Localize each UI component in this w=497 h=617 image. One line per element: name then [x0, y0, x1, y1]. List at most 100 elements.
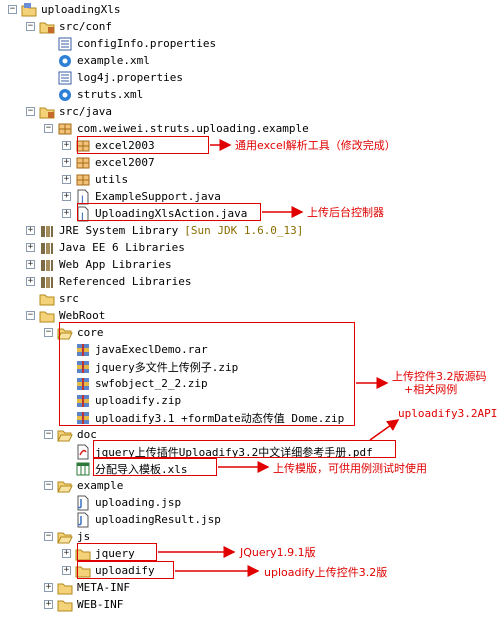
tree-item-label: Web App Libraries	[59, 258, 172, 271]
folder-open-icon	[57, 427, 73, 443]
tree-row[interactable]: − example	[44, 477, 123, 494]
annotation-uploadify-version: uploadify上传控件3.2版	[264, 566, 388, 579]
tree-row[interactable]: +uploadify	[62, 562, 155, 579]
tree-row[interactable]: example.xml	[44, 52, 150, 69]
expand-toggle[interactable]: +	[44, 582, 53, 592]
expand-toggle[interactable]: +	[62, 157, 71, 167]
highlight-uploading-action	[77, 203, 261, 221]
collapse-toggle[interactable]: −	[26, 21, 35, 31]
annotation-backend-controller: 上传后台控制器	[307, 206, 384, 219]
tree-row[interactable]: jquery多文件上传例子.zip	[62, 358, 238, 375]
tree-row[interactable]: +WEB-INF	[44, 596, 123, 613]
tree-item-label: uploadify3.1 +formDate动态传值 Dome.zip	[95, 411, 345, 425]
collapse-toggle[interactable]: −	[26, 310, 35, 320]
tree-row[interactable]: 分配导入模板.xls	[62, 460, 188, 477]
tree-row[interactable]: javaExeclDemo.rar	[62, 341, 208, 358]
tree-item-label: javaExeclDemo.rar	[95, 343, 208, 356]
collapse-toggle[interactable]: −	[44, 123, 53, 133]
tree-row[interactable]: src	[26, 290, 79, 307]
folder-open-icon	[57, 325, 73, 341]
svg-text:J: J	[80, 195, 84, 205]
expand-toggle[interactable]: +	[62, 208, 71, 218]
tree-row[interactable]: uploadingResult.jsp	[62, 511, 221, 528]
tree-row[interactable]: −uploadingXls	[8, 1, 120, 18]
tree-item-label: 分配导入模板.xls	[95, 462, 188, 476]
tree-item-label: JRE System Library	[59, 224, 179, 237]
project-icon	[21, 2, 37, 18]
archive-icon	[75, 410, 91, 426]
tree-item-label: doc	[77, 428, 97, 441]
highlight-pdf-manual	[93, 440, 396, 458]
highlight-core-folder	[59, 322, 355, 426]
tree-row[interactable]: −src/conf	[26, 18, 112, 35]
tree-row[interactable]: +utils	[62, 171, 128, 188]
collapse-toggle[interactable]: −	[44, 327, 53, 337]
expand-toggle[interactable]: +	[62, 191, 71, 201]
tree-row[interactable]: − src/java	[26, 103, 112, 120]
tree-row[interactable]: jquery上传插件Uploadify3.2中文详细参考手册.pdf	[62, 443, 373, 460]
expand-toggle[interactable]: +	[26, 242, 35, 252]
tree-item-label: excel2003	[95, 139, 155, 152]
tree-item-label: Java EE 6 Libraries	[59, 241, 185, 254]
tree-item-label: swfobject_2_2.zip	[95, 377, 208, 390]
tree-row[interactable]: − js	[44, 528, 90, 545]
tree-item-label: jquery上传插件Uploadify3.2中文详细参考手册.pdf	[95, 445, 373, 459]
collapse-toggle[interactable]: −	[44, 429, 53, 439]
tree-row[interactable]: −com.weiwei.struts.uploading.example	[44, 120, 309, 137]
collapse-toggle[interactable]: −	[26, 106, 35, 116]
folder-icon	[75, 546, 91, 562]
expand-toggle[interactable]: +	[62, 174, 71, 184]
tree-row[interactable]: uploading.jsp	[62, 494, 181, 511]
annotation-upload-template: 上传模版，可供用例测试时使用	[273, 462, 427, 475]
tree-row[interactable]: uploadify.zip	[62, 392, 181, 409]
folder-icon	[57, 580, 73, 596]
tree-row[interactable]: swfobject_2_2.zip	[62, 375, 208, 392]
collapse-toggle[interactable]: −	[44, 531, 53, 541]
xml-gear-icon	[57, 87, 73, 103]
tree-row[interactable]: +JRE System Library[Sun JDK 1.6.0_13]	[26, 222, 303, 239]
tree-item-label: src/java	[59, 105, 112, 118]
collapse-toggle[interactable]: −	[44, 480, 53, 490]
tree-row[interactable]: uploadify3.1 +formDate动态传值 Dome.zip	[62, 409, 344, 426]
collapse-toggle[interactable]: −	[8, 4, 17, 14]
tree-row[interactable]: − doc	[44, 426, 97, 443]
tree-row[interactable]: + excel2003	[62, 137, 155, 154]
expand-toggle[interactable]: +	[62, 548, 71, 558]
archive-icon	[75, 342, 91, 358]
tree-item-label: example.xml	[77, 54, 150, 67]
pdf-file-icon	[75, 444, 91, 460]
tree-row[interactable]: struts.xml	[44, 86, 143, 103]
tree-row[interactable]: configInfo.properties	[44, 35, 216, 52]
archive-icon	[75, 393, 91, 409]
folder-icon	[39, 291, 55, 307]
tree-row[interactable]: +jquery	[62, 545, 135, 562]
expand-toggle[interactable]: +	[26, 225, 35, 235]
tree-item-label: excel2007	[95, 156, 155, 169]
folder-icon	[75, 563, 91, 579]
package-icon	[75, 138, 91, 154]
tree-row[interactable]: −WebRoot	[26, 307, 105, 324]
folder-icon	[39, 308, 55, 324]
expand-toggle[interactable]: +	[62, 565, 71, 575]
expand-toggle[interactable]: +	[26, 259, 35, 269]
expand-toggle[interactable]: +	[44, 599, 53, 609]
source-folder-icon	[39, 19, 55, 35]
jsp-file-icon	[75, 495, 91, 511]
tree-row[interactable]: + excel2007	[62, 154, 155, 171]
tree-row[interactable]: +Referenced Libraries	[26, 273, 191, 290]
tree-item-label: uploading.jsp	[95, 496, 182, 509]
tree-item-label: example	[77, 479, 124, 492]
tree-row[interactable]: + Java EE 6 Libraries	[26, 239, 185, 256]
tree-row[interactable]: −core	[44, 324, 104, 341]
expand-toggle[interactable]: +	[26, 276, 35, 286]
tree-row[interactable]: + Web App Libraries	[26, 256, 172, 273]
expand-toggle[interactable]: +	[62, 140, 71, 150]
tree-item-label: configInfo.properties	[77, 37, 217, 50]
tree-row[interactable]: log4j.properties	[44, 69, 183, 86]
tree-row[interactable]: +META-INF	[44, 579, 130, 596]
tree-item-label: js	[77, 530, 91, 543]
tree-item-label: UploadingXlsAction.java	[95, 207, 248, 220]
